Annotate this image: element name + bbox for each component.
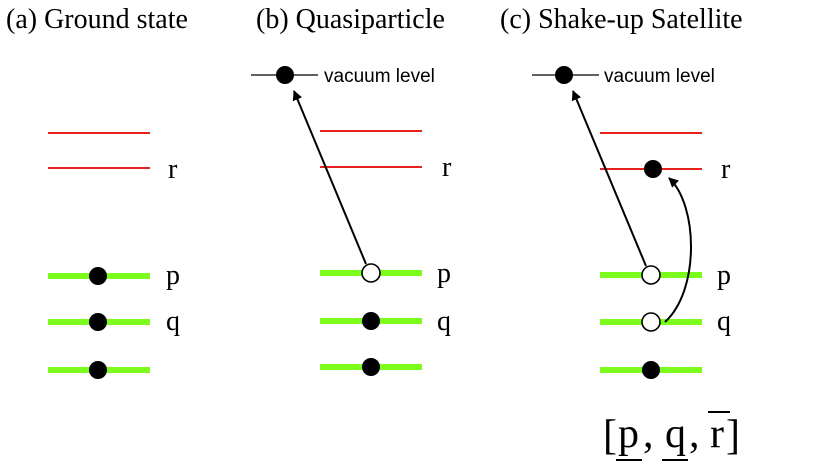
ionization-arrow	[292, 90, 367, 265]
orbital-label-q: q	[717, 306, 731, 337]
orbital-label-q: q	[166, 306, 180, 337]
orbital-label-r: r	[442, 152, 452, 183]
notation-comma: ,	[689, 411, 700, 457]
notation-p: p	[618, 411, 639, 457]
notation-comma: ,	[643, 411, 654, 457]
notation-open-bracket: [	[603, 413, 617, 459]
panel-c-title: (c) Shake-up Satellite	[500, 4, 743, 35]
hole	[641, 312, 661, 332]
electron	[89, 267, 107, 285]
panel-a-title: (a) Ground state	[6, 4, 188, 35]
panel-b-title: (b) Quasiparticle	[256, 4, 445, 35]
electron	[362, 358, 380, 376]
electron	[89, 313, 107, 331]
panel-a: r p q	[48, 132, 180, 379]
hole	[641, 265, 661, 285]
notation-r: r	[710, 411, 724, 457]
orbital-label-r: r	[721, 154, 731, 185]
configuration-notation: [ p , q , r ]	[603, 411, 740, 461]
orbital-label-q: q	[437, 306, 451, 337]
electron	[362, 312, 380, 330]
notation-q: q	[665, 411, 686, 457]
vacuum-level-label: vacuum level	[324, 66, 435, 87]
notation-close-bracket: ]	[726, 413, 740, 459]
ionization-arrow	[571, 90, 647, 267]
orbital-label-p: p	[437, 258, 451, 289]
panel-c: vacuum level r p q	[532, 66, 731, 379]
ejected-electron	[555, 66, 573, 84]
excited-electron	[644, 160, 662, 178]
ejected-electron	[276, 66, 294, 84]
hole	[361, 263, 381, 283]
orbital-label-p: p	[717, 260, 731, 291]
excitation-arrow	[664, 177, 692, 323]
panel-b: vacuum level r p q	[251, 66, 452, 376]
electron	[642, 361, 660, 379]
orbital-label-p: p	[166, 260, 180, 291]
orbital-label-r: r	[168, 154, 178, 185]
vacuum-level-label: vacuum level	[604, 66, 715, 87]
electron	[89, 361, 107, 379]
